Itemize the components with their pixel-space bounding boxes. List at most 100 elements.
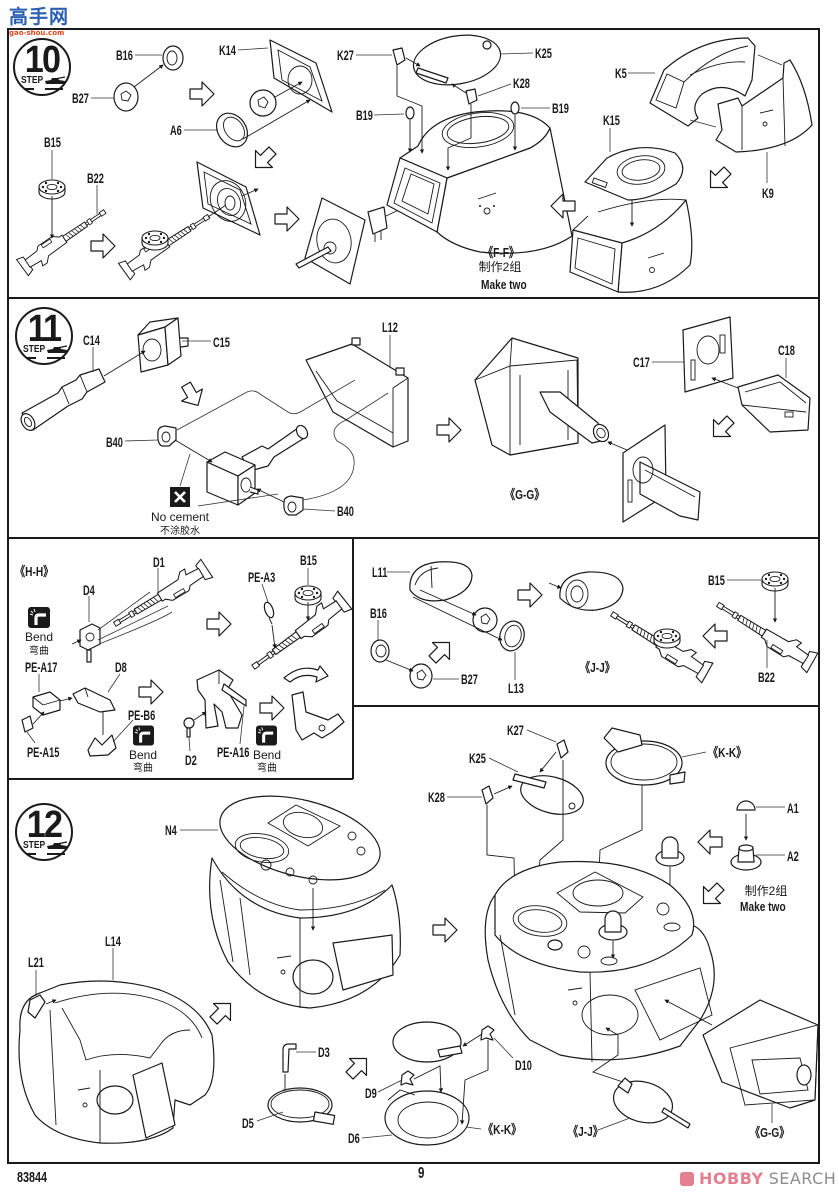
part-b27 (113, 82, 139, 112)
alignment-line (689, 119, 717, 128)
part-label-c18: C18 (778, 342, 795, 358)
mantlet-jj-assembled (559, 571, 624, 611)
part-label-pe-a16: PE-A16 (217, 744, 250, 760)
leader-line (526, 729, 557, 743)
subassembly-label-hh: 《H-H》 (15, 564, 54, 579)
part-l14-hull (18, 980, 215, 1144)
step11-artwork (20, 316, 811, 523)
subassembly-label-jj: 《J-J》 (580, 660, 615, 675)
assembly-arrow (32, 711, 45, 725)
badge-underline (47, 853, 65, 855)
leader-lines (377, 571, 768, 680)
part-a6 (215, 112, 249, 148)
direction-arrow-icon (138, 679, 164, 705)
assembly-arrow (241, 188, 259, 197)
part-b16 (370, 639, 390, 663)
no-cement-icon (170, 487, 190, 507)
assembly-arrow (413, 1065, 444, 1093)
step-badge-12: 12 STEP (15, 803, 73, 861)
assembly-arrow (412, 596, 503, 641)
subassembly-callout-kk: 《K-K》 (708, 745, 747, 760)
step10-artwork (16, 34, 813, 293)
badge-underline (47, 357, 65, 359)
part-label-d10: D10 (515, 1057, 532, 1073)
tank-icon (45, 76, 66, 84)
part-pe-a3 (263, 601, 275, 625)
part-label-b40: B40 (337, 503, 354, 519)
badge-underline (26, 357, 36, 359)
alignment-line (757, 54, 783, 66)
part-label-b16: B16 (116, 47, 133, 63)
barrel-guide (207, 204, 227, 218)
assembly-arrow (242, 99, 311, 140)
part-label-l11: L11 (372, 564, 388, 580)
part-label-d5: D5 (242, 1115, 254, 1131)
leader-lines (26, 568, 309, 752)
assembly-arrow (385, 659, 414, 672)
alignment-line (97, 605, 169, 641)
part-label-k28: K28 (428, 789, 445, 805)
gun-mount-bracket (196, 669, 243, 729)
mantlet-front-plate (295, 197, 366, 285)
drum-assembled (141, 230, 169, 251)
step12-artwork (18, 727, 819, 1146)
part-label-c17: C17 (633, 354, 650, 370)
leader-line (377, 1079, 403, 1093)
part-l21 (27, 994, 46, 1019)
part-label-b19: B19 (356, 107, 373, 123)
direction-arrow-icon (175, 378, 209, 412)
assembly-arrow (174, 439, 213, 463)
part-label-b40: B40 (106, 434, 123, 450)
direction-arrow-icon (206, 611, 232, 637)
part-label-d2: D2 (185, 752, 197, 768)
drum-assembled (653, 628, 681, 649)
part-label-c14: C14 (83, 332, 100, 348)
part-label-d1: D1 (153, 554, 165, 570)
part-label-k14: K14 (219, 42, 236, 58)
part-pe-b6 (87, 734, 117, 757)
leader-lines (92, 335, 787, 512)
part-label-b19: B19 (552, 100, 569, 116)
step-word: STEP (21, 75, 44, 86)
turret-assembled (484, 860, 715, 1063)
part-label-k28: K28 (513, 75, 530, 91)
part-a2-periscope (730, 844, 762, 871)
gun-mount-assembled (291, 691, 345, 741)
step-number: 10 (24, 39, 61, 81)
part-b19 (405, 106, 415, 120)
part-label-k9: K9 (762, 185, 774, 201)
part-b27 (409, 663, 433, 689)
part-pe-a16 (221, 683, 247, 707)
part-k27 (392, 47, 406, 66)
assembly-arrow (103, 350, 146, 377)
part-label-b27: B27 (72, 90, 89, 106)
part-label-k27: K27 (507, 722, 524, 738)
leader-line (26, 731, 36, 744)
bend-icon (28, 607, 50, 628)
assembly-arrow (591, 1027, 624, 1083)
step-word: STEP (23, 840, 46, 851)
site-logo-name: 高手网 (9, 6, 70, 28)
part-d5-hatch (267, 1087, 336, 1125)
rotate-arrow-icon (283, 665, 329, 683)
direction-arrow-icon (704, 410, 740, 446)
part-k5 (649, 37, 756, 127)
part-d6-ring (384, 1089, 470, 1146)
jj-artwork (370, 561, 820, 689)
part-d2 (183, 717, 195, 738)
cupola-kk-hatch (603, 727, 686, 786)
leader-line (107, 673, 121, 693)
turret-upper-body (209, 857, 401, 1009)
assembly-arrow (711, 377, 739, 389)
assembly-arrow (71, 639, 82, 645)
part-d3-handle (282, 1043, 297, 1073)
gun-mount-assembly (206, 424, 309, 506)
part-label-pe-b6: PE-B6 (128, 707, 156, 723)
part-label-d8: D8 (115, 659, 127, 675)
assembly-arrow (451, 83, 467, 94)
direction-arrow-icon (423, 633, 459, 669)
leader-line (239, 705, 245, 745)
bend-note-cn: 弯曲 (133, 763, 153, 774)
part-k25-hatch (512, 773, 584, 815)
subassembly-callout-kk: 《K-K》 (483, 1122, 522, 1137)
